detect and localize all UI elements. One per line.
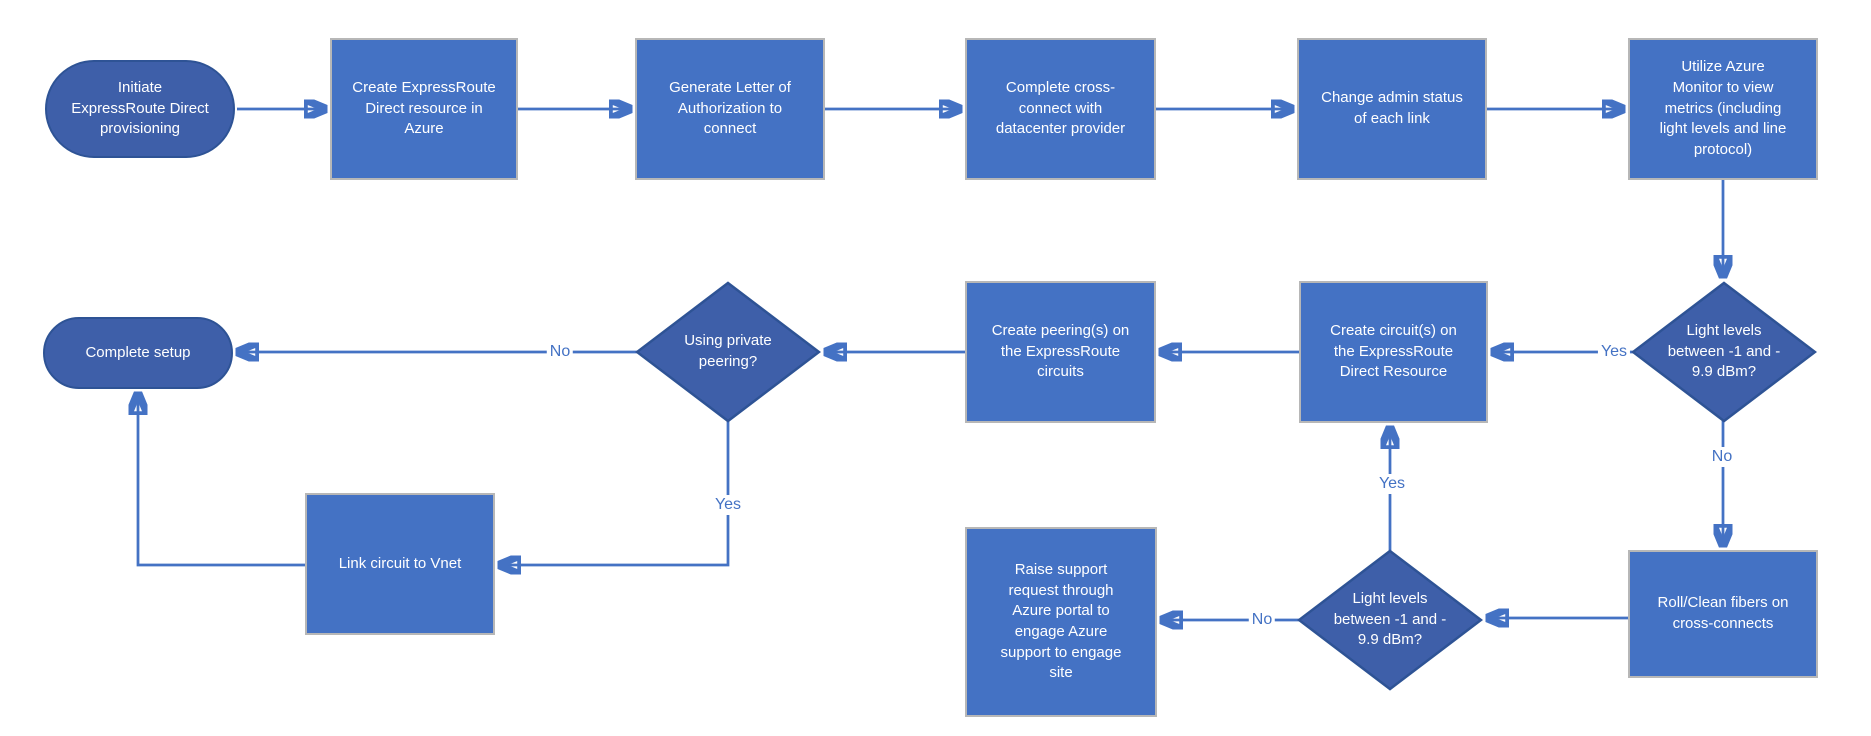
node-create-peerings-label: Create peering(s) on the ExpressRoute ci…: [991, 321, 1130, 381]
node-initiate-provisioning: Initiate ExpressRoute Direct provisionin…: [45, 60, 235, 158]
diamond-shape: [1631, 281, 1817, 423]
node-create-direct-resource-label: Create ExpressRoute Direct resource in A…: [352, 78, 496, 138]
node-admin-status-label: Change admin status of each link: [1321, 89, 1463, 127]
node-cross-connect: Complete cross- connect with datacenter …: [965, 38, 1156, 180]
decision-private-peering: Using private peering?: [635, 281, 821, 423]
decision-light-levels-2: Light levels between -1 and - 9.9 dBm?: [1297, 549, 1483, 691]
node-azure-monitor-label: Utilize Azure Monitor to view metrics (i…: [1659, 58, 1787, 159]
node-create-circuits: Create circuit(s) on the ExpressRoute Di…: [1299, 281, 1488, 423]
node-azure-monitor: Utilize Azure Monitor to view metrics (i…: [1628, 38, 1818, 180]
edge-label-private-no: No: [546, 342, 574, 362]
decision-light-levels-2-label: Light levels between -1 and - 9.9 dBm?: [1333, 589, 1447, 649]
node-complete-setup: Complete setup: [43, 317, 233, 389]
edge-label-light1-no: No: [1708, 447, 1736, 467]
node-admin-status: Change admin status of each link: [1297, 38, 1487, 180]
edge-label-private-yes: Yes: [711, 495, 745, 515]
node-cross-connect-label: Complete cross- connect with datacenter …: [995, 78, 1126, 138]
decision-light-levels-1: Light levels between -1 and - 9.9 dBm?: [1631, 281, 1817, 423]
decision-light-levels-1-label: Light levels between -1 and - 9.9 dBm?: [1667, 321, 1781, 381]
node-raise-support-label: Raise support request through Azure port…: [1000, 560, 1122, 682]
node-roll-clean-fibers-label: Roll/Clean fibers on cross-connects: [1657, 594, 1789, 632]
node-generate-loa: Generate Letter of Authorization to conn…: [635, 38, 825, 180]
node-generate-loa-label: Generate Letter of Authorization to conn…: [669, 78, 791, 138]
node-raise-support: Raise support request through Azure port…: [965, 527, 1157, 717]
diamond-shape: [1297, 549, 1483, 691]
edge-link-vnet-to-complete-setup: [138, 393, 305, 567]
node-link-vnet-label: Link circuit to Vnet: [338, 554, 462, 572]
node-complete-setup-label: Complete setup: [85, 343, 191, 361]
decision-private-peering-label: Using private peering?: [684, 332, 772, 370]
node-link-vnet: Link circuit to Vnet: [305, 493, 495, 635]
node-create-peerings: Create peering(s) on the ExpressRoute ci…: [965, 281, 1156, 423]
node-initiate-provisioning-label: Initiate ExpressRoute Direct provisionin…: [71, 78, 209, 138]
edge-private-yes-to-link-vnet: [499, 421, 730, 565]
node-create-direct-resource: Create ExpressRoute Direct resource in A…: [330, 38, 518, 180]
node-create-circuits-label: Create circuit(s) on the ExpressRoute Di…: [1330, 321, 1457, 381]
edge-label-light2-no: No: [1248, 610, 1276, 630]
edge-label-light2-yes: Yes: [1375, 474, 1409, 494]
node-roll-clean-fibers: Roll/Clean fibers on cross-connects: [1628, 550, 1818, 678]
diamond-shape: [635, 281, 821, 423]
edge-label-light1-yes: Yes: [1597, 342, 1631, 362]
